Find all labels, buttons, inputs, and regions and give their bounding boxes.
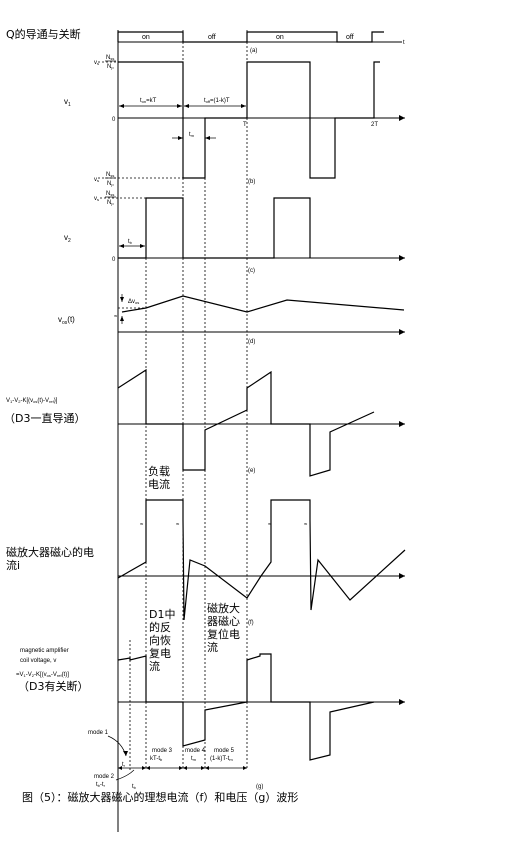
vos-axis-label: vos(t) [58, 315, 75, 326]
tb-mode-label: tb [132, 784, 137, 790]
mode2-value: tb-tr [96, 782, 106, 788]
d3-turn-off-note: （D3有关断） [18, 679, 88, 693]
g-label-line2: coil voltage, v [20, 658, 56, 664]
v1-axis-label: v1 [64, 97, 71, 108]
v1-frac-bot: Np [107, 64, 114, 70]
delta-vos-label: Δvos [128, 299, 139, 305]
v1-2T-label: 2T [371, 122, 378, 128]
axis-t-label: t [403, 40, 405, 46]
panel-g-label: (g) [256, 784, 263, 790]
state-off-1: off [208, 34, 216, 41]
state-on-1: on [142, 34, 150, 41]
v1-zero: 0 [112, 117, 116, 123]
panel-d-label: (d) [248, 339, 255, 345]
time-guides [129, 30, 248, 770]
mode-annotations: mode 1 tr mode 3 kT-tb mode 4 tm mode 5 … [88, 730, 263, 790]
tr-label: tr [122, 762, 126, 768]
e-label: V1-V2-K[(vos(t)-Vref)] [6, 398, 58, 404]
mode4-label: mode 4 [185, 748, 206, 754]
figure-caption: 图（5）：磁放大器磁心的理想电流（f）和电压（g）波形 [22, 790, 298, 804]
mode2-label: mode 2 [94, 774, 115, 780]
toff-label: toff=(1-k)T [204, 98, 230, 104]
panel-e-label: (e) [248, 468, 255, 474]
panel-c-label: (c) [248, 268, 255, 274]
tb-label: tb [128, 239, 133, 245]
panel-f-label: (f) [248, 620, 254, 626]
core-reset-note: 磁放大器磁心复位电流 [207, 601, 240, 654]
break-mark-f2: ≈ [176, 522, 180, 528]
v1-vs-label-neg: vs [94, 177, 99, 183]
panel-c-v2: vs Nss Np v2 tb 0 (c) [64, 191, 405, 274]
panel-g-coil-voltage: magnetic amplifier coil voltage, v =V1-V… [16, 648, 405, 761]
mode1-label: mode 1 [88, 730, 109, 736]
load-current-note: 负载电流 [148, 464, 170, 491]
panel-e-control-voltage: V1-V2-K[(vos(t)-Vref)] （D3一直导通） (e) [4, 368, 405, 477]
g-label-line3: =V1-V2-K[(vos-Vref(t)] [16, 672, 69, 678]
v1-frac-bot-neg: Np [107, 181, 114, 187]
mode3-label: mode 3 [152, 748, 173, 754]
mode4-value: tm [191, 756, 197, 762]
core-current-label: 磁放大器磁心的电流i [6, 545, 94, 572]
panel-f-core-current: 负载电流 ≈ ≈ ≈ ≈ 磁放大器磁心的电流i D1中的反向恢复电流 磁放大器磁… [6, 464, 406, 673]
panel-a-label: (a) [250, 48, 257, 54]
d3-always-on-note: （D3一直导通） [4, 411, 85, 425]
v2-axis-label: v2 [64, 233, 71, 244]
mode3-value: kT-tb [150, 756, 163, 762]
ton-label: ton=kT [140, 98, 157, 104]
g-label-line1: magnetic amplifier [20, 648, 69, 654]
q-switching-title: Q的导通与关断 [6, 27, 81, 41]
v2-zero: 0 [112, 257, 116, 263]
break-mark-f4: ≈ [304, 522, 308, 528]
v1-frac-top: Nss [106, 55, 114, 61]
state-off-2: off [346, 34, 354, 41]
state-on-2: on [276, 34, 284, 41]
d1-recovery-note: D1中的反向恢复电流 [149, 608, 175, 673]
break-mark-f1: ≈ [140, 522, 144, 528]
break-mark-f3: ≈ [268, 522, 272, 528]
v1-frac-top-neg: Nss [106, 172, 114, 178]
mode5-value: (1-k)T-tm [210, 756, 233, 762]
v1-vs-label: vs [94, 60, 99, 66]
v2-frac-top: Nss [106, 191, 114, 197]
panel-b-v1: vs Nss Np vs Nss Np v1 ton=kT toff=(1-k)… [64, 30, 405, 832]
v2-vs-label: vs [94, 196, 99, 202]
mode5-label: mode 5 [214, 748, 235, 754]
v2-frac-bot: Np [107, 200, 114, 206]
v1-T-label: T [243, 122, 247, 128]
break-mark-d: ≈ [114, 314, 118, 320]
panel-d-vos: Δvos vos(t) ≈ (d) [58, 294, 405, 345]
panel-b-label: (b) [248, 179, 255, 185]
panel-a-switch-state: on off on off (a) t [117, 31, 405, 54]
tm-label: tm [189, 132, 195, 138]
